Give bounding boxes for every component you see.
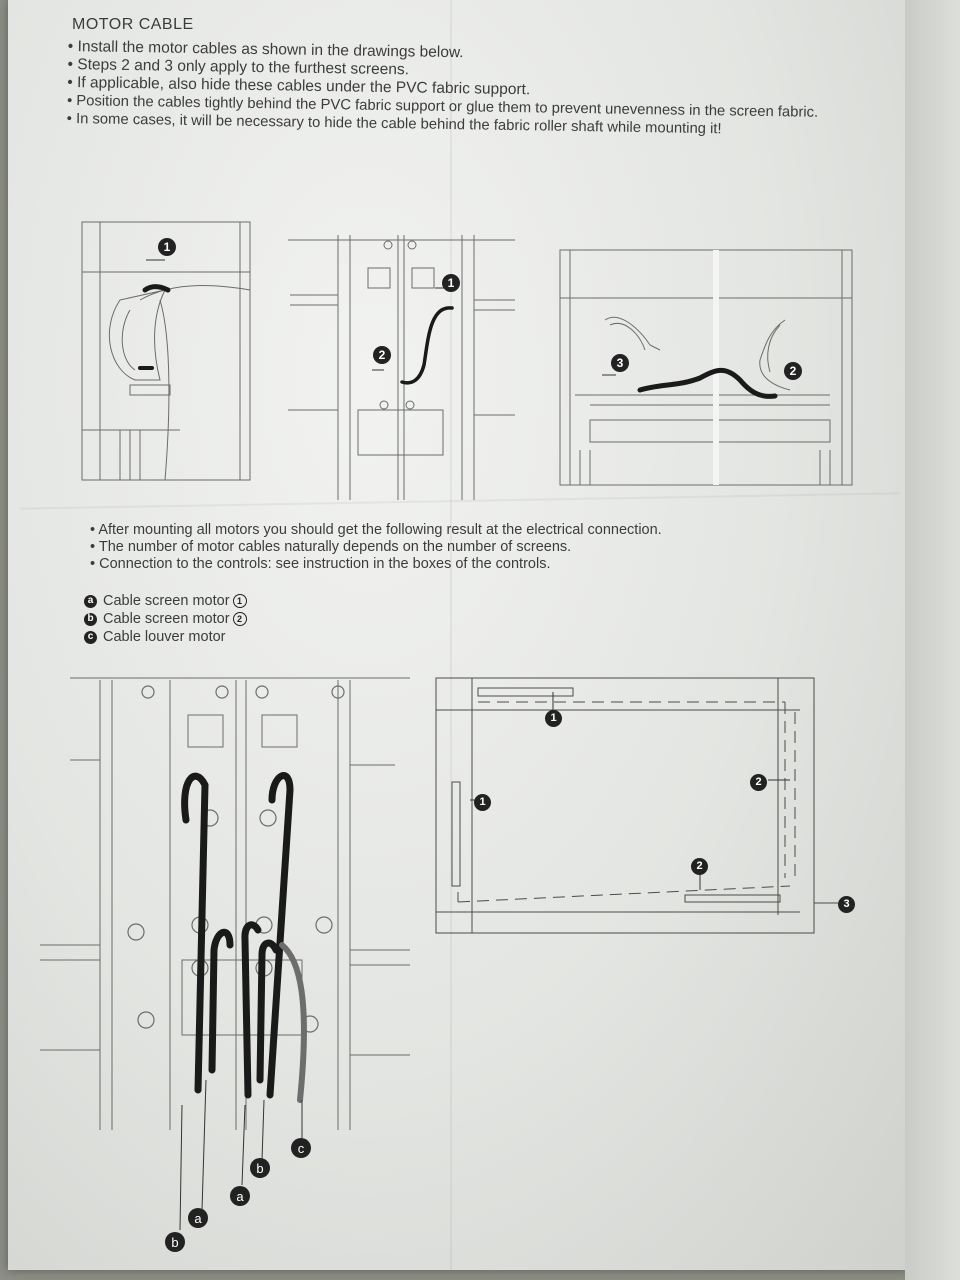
step-marker-3: 3 bbox=[611, 354, 635, 372]
drawing-arms-view bbox=[559, 249, 853, 486]
legend-item-a: a Cable screen motor 1 bbox=[84, 592, 247, 610]
cable-label-a: a bbox=[188, 1208, 214, 1228]
cables bbox=[138, 284, 778, 1103]
cable-label-c: c bbox=[291, 1138, 317, 1158]
legend-item-c: c Cable louver motor bbox=[84, 628, 247, 646]
instruction-sheet bbox=[8, 0, 908, 1270]
step-marker-1: 1 bbox=[545, 708, 568, 727]
page-title: MOTOR CABLE bbox=[72, 16, 194, 33]
legend-text: Cable louver motor bbox=[103, 629, 226, 645]
note-item: Connection to the controls: see instruct… bbox=[90, 556, 662, 573]
note-item: The number of motor cables naturally dep… bbox=[90, 539, 662, 556]
step-marker-2: 2 bbox=[373, 346, 397, 364]
step-marker-1: 1 bbox=[158, 238, 182, 256]
cable-label-b: b bbox=[250, 1158, 276, 1178]
drawing-cable-result bbox=[40, 677, 410, 1130]
legend-badge: c bbox=[84, 630, 97, 644]
drawing-side-view bbox=[81, 221, 251, 481]
result-notes: After mounting all motors you should get… bbox=[90, 522, 662, 573]
step-marker-2: 2 bbox=[784, 362, 808, 380]
legend-item-b: b Cable screen motor 2 bbox=[84, 610, 247, 628]
step-marker-1: 1 bbox=[442, 274, 466, 292]
legend-badge: a bbox=[84, 594, 97, 608]
step-marker-2: 2 bbox=[691, 856, 714, 875]
cable-label-b: b bbox=[165, 1232, 191, 1252]
leader-lines bbox=[146, 259, 790, 1231]
legend-text: Cable screen motor bbox=[103, 593, 230, 609]
legend-badge: b bbox=[84, 612, 97, 626]
drawing-plan-view bbox=[435, 677, 838, 934]
background-sheet bbox=[905, 0, 960, 1280]
legend-text: Cable screen motor bbox=[103, 611, 230, 627]
cable-label-a: a bbox=[230, 1186, 256, 1206]
step-marker-3: 3 bbox=[838, 894, 861, 913]
step-marker-2: 2 bbox=[750, 772, 773, 791]
step-marker-1: 1 bbox=[474, 792, 497, 811]
legend-step: 2 bbox=[232, 612, 247, 626]
drawing-front-view bbox=[288, 235, 515, 500]
legend-step: 1 bbox=[232, 594, 247, 608]
note-item: After mounting all motors you should get… bbox=[90, 522, 661, 539]
paper-crease bbox=[450, 0, 452, 1270]
cable-legend: a Cable screen motor 1 b Cable screen mo… bbox=[84, 592, 247, 646]
